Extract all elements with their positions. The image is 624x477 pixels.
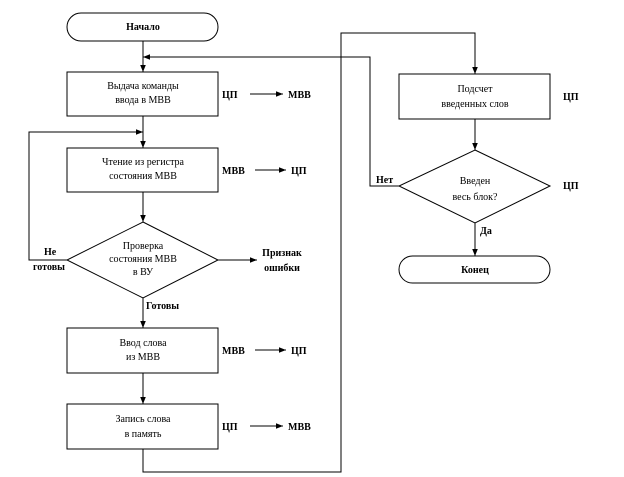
write-to-label: МВВ	[288, 422, 311, 433]
read-from-label: МВВ	[222, 166, 245, 177]
ready-label: Готовы	[146, 301, 179, 312]
check-status-label-1: Проверка	[123, 241, 164, 252]
block-side-label: ЦП	[563, 181, 579, 192]
not-ready-label-1: Не	[44, 247, 57, 258]
issue-cmd-label-2: ввода в МВВ	[115, 95, 171, 106]
start-label: Начало	[126, 22, 160, 33]
check-status-label-2: состояния МВВ	[109, 254, 177, 265]
count-side-label: ЦП	[563, 92, 579, 103]
no-label: Нет	[376, 175, 393, 186]
count-words-label-1: Подсчет	[457, 84, 493, 95]
input-from-label: МВВ	[222, 346, 245, 357]
input-to-label: ЦП	[291, 346, 307, 357]
input-word-label-1: Ввод слова	[119, 338, 167, 349]
read-status-box	[66, 147, 219, 193]
yes-label: Да	[480, 226, 492, 237]
read-to-label: ЦП	[291, 166, 307, 177]
whole-block-label-1: Введен	[460, 176, 491, 187]
read-status-label-2: состояния МВВ	[109, 171, 177, 182]
issue-cmd-label-1: Выдача команды	[107, 81, 179, 92]
input-word-box	[66, 327, 219, 374]
error-sign-label-2: ошибки	[264, 263, 300, 274]
write-word-label-1: Запись слова	[116, 414, 172, 425]
error-sign-label-1: Признак	[262, 248, 302, 259]
count-words-label-2: введенных слов	[441, 99, 509, 110]
write-word-box	[66, 403, 219, 450]
issue-from-label: ЦП	[222, 90, 238, 101]
loop-not-ready	[28, 129, 143, 261]
not-ready-label-2: готовы	[33, 262, 65, 273]
input-word-label-2: из МВВ	[126, 352, 160, 363]
check-status-label-3: в ВУ	[133, 267, 154, 278]
count-words-box	[398, 73, 551, 120]
issue-to-label: МВВ	[288, 90, 311, 101]
write-word-label-2: в память	[125, 429, 162, 440]
read-status-label-1: Чтение из регистра	[102, 157, 185, 168]
issue-command-box	[66, 71, 219, 117]
connector-write-to-count	[142, 32, 478, 473]
end-label: Конец	[461, 265, 489, 276]
loop-no-back	[143, 54, 399, 187]
write-from-label: ЦП	[222, 422, 238, 433]
whole-block-label-2: весь блок?	[453, 192, 499, 203]
